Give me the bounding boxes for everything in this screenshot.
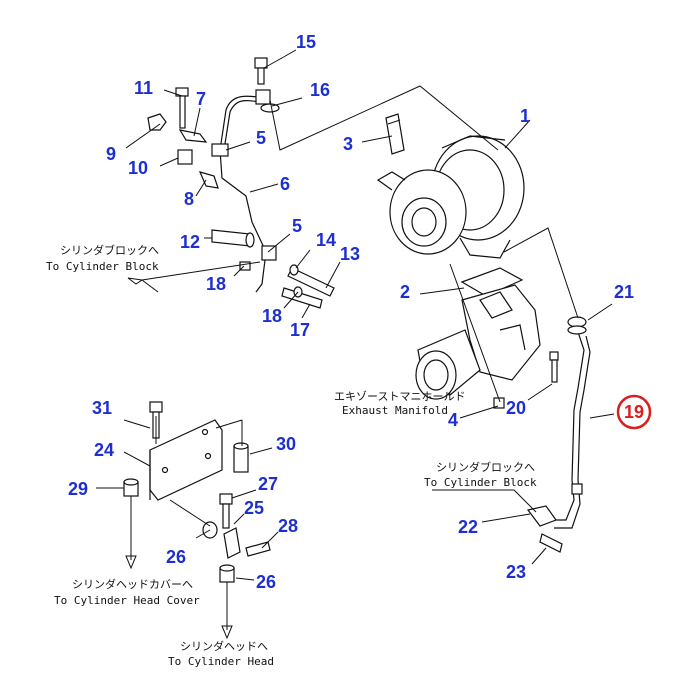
bracket-7 xyxy=(178,129,208,143)
highlight-circle xyxy=(616,394,652,430)
part-number-4: 4 xyxy=(448,410,458,430)
part-number-5-upper: 5 xyxy=(256,128,266,148)
part-number-13: 13 xyxy=(340,244,360,264)
spacer-26-b xyxy=(219,564,235,583)
part-number-24: 24 xyxy=(94,440,114,460)
part-number-7: 7 xyxy=(196,89,206,109)
caption-cylinder-block-right-en: To Cylinder Block xyxy=(424,476,537,489)
spacer-29 xyxy=(123,478,139,497)
caption-exhaust-manifold-jp: エキゾーストマニホールド xyxy=(334,390,465,403)
highlight-callout-19: 19 xyxy=(616,394,652,430)
bolt-27 xyxy=(219,493,233,529)
part-number-12: 12 xyxy=(180,232,200,252)
bolt-8 xyxy=(198,171,219,189)
part-number-6: 6 xyxy=(280,174,290,194)
part-number-27: 27 xyxy=(258,474,278,494)
washer-16 xyxy=(260,103,280,113)
part-number-26-a: 26 xyxy=(166,547,186,567)
part-number-26-b: 26 xyxy=(256,572,276,592)
part-number-30: 30 xyxy=(276,434,296,454)
caption-exhaust-manifold-en: Exhaust Manifold xyxy=(342,404,448,417)
bolt-3 xyxy=(385,113,405,155)
part-number-23: 23 xyxy=(506,562,526,582)
part-number-18-a: 18 xyxy=(206,274,226,294)
bolt-20 xyxy=(549,351,559,383)
gasket xyxy=(460,267,524,297)
bolt-15 xyxy=(254,57,268,85)
leader-lines xyxy=(96,49,615,640)
part-number-16: 16 xyxy=(310,80,330,100)
turbocharger xyxy=(376,135,525,259)
part-number-8: 8 xyxy=(184,189,194,209)
nut-9 xyxy=(147,113,167,131)
part-number-5-lower: 5 xyxy=(292,216,302,236)
sleeve-12 xyxy=(211,229,255,248)
part-number-29: 29 xyxy=(68,479,88,499)
spacer-10 xyxy=(177,149,193,165)
part-number-31: 31 xyxy=(92,398,112,418)
part-number-25: 25 xyxy=(244,498,264,518)
part-number-20: 20 xyxy=(506,398,526,418)
part-number-2: 2 xyxy=(400,282,410,302)
bolt-23 xyxy=(539,533,563,553)
part-number-14: 14 xyxy=(316,230,336,250)
clamp-25 xyxy=(223,527,241,559)
caption-cylinder-head-cover-jp: シリンダヘッドカバーへ xyxy=(72,577,193,591)
part-number-17: 17 xyxy=(290,320,310,340)
part-number-28: 28 xyxy=(278,516,298,536)
caption-cylinder-head-cover-en: To Cylinder Head Cover xyxy=(54,594,200,607)
part-number-19: 19 xyxy=(624,402,644,422)
captions: シリンダブロックへ To Cylinder Block エキゾーストマニホールド… xyxy=(46,243,537,668)
part-number-22: 22 xyxy=(458,517,478,537)
part-number-18-b: 18 xyxy=(262,306,282,326)
caption-cylinder-head-en: To Cylinder Head xyxy=(168,655,274,668)
part-number-11: 11 xyxy=(134,78,153,98)
caption-cylinder-block-right-jp: シリンダブロックへ xyxy=(436,460,535,474)
part-number-1: 1 xyxy=(520,106,530,126)
exhaust-manifold xyxy=(415,284,541,409)
part-number-15: 15 xyxy=(296,32,316,52)
spacer-30 xyxy=(233,442,249,473)
bolt-11 xyxy=(175,87,189,129)
bolt-13 xyxy=(287,267,335,297)
part-number-10: 10 xyxy=(128,158,148,178)
part-number-3: 3 xyxy=(343,134,353,154)
part-number-labels: 15 16 1 11 7 5 3 9 10 6 8 5 12 14 13 18 … xyxy=(68,32,634,592)
caption-cylinder-block-left-en: To Cylinder Block xyxy=(46,260,159,273)
bolt-17 xyxy=(281,287,323,309)
part-number-21: 21 xyxy=(614,282,634,302)
oil-inlet-tube xyxy=(211,89,277,293)
caption-cylinder-head-jp: シリンダヘッドへ xyxy=(180,639,268,653)
part-number-9: 9 xyxy=(106,144,116,164)
caption-cylinder-block-left-jp: シリンダブロックへ xyxy=(60,243,159,257)
mounting-bracket-24 xyxy=(149,419,223,501)
